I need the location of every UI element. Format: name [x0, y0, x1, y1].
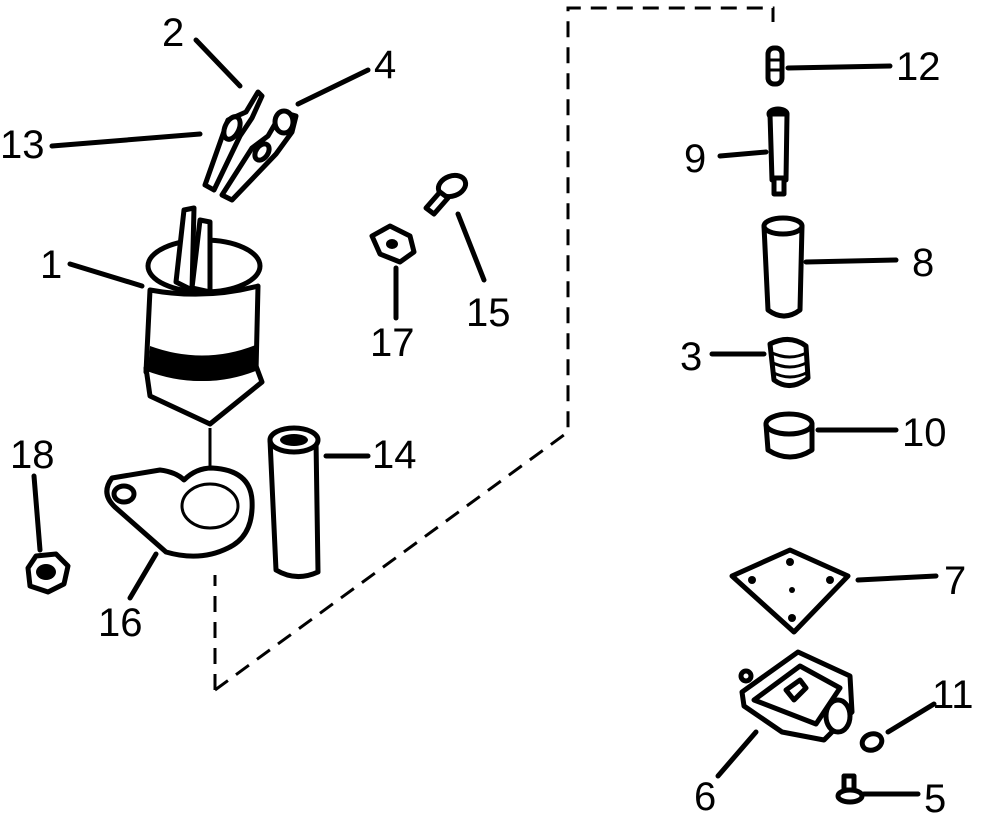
- part-15-screw: [423, 172, 469, 217]
- part-8-sleeve: [761, 215, 805, 319]
- callout-4: 4: [374, 43, 396, 87]
- part-3-spring: [767, 337, 811, 388]
- part-11-o-ring: [859, 731, 885, 753]
- part-10-ring: [763, 411, 815, 460]
- part-16-mounting-clamp: [104, 465, 255, 559]
- part-14-tube: [267, 425, 321, 579]
- part-18-nut: [25, 551, 71, 595]
- part-6-pump-housing: [738, 649, 855, 743]
- callout-13: 13: [0, 123, 45, 167]
- callout-14: 14: [372, 433, 417, 477]
- callout-8: 8: [912, 241, 934, 285]
- callout-2: 2: [162, 11, 184, 55]
- callout-3: 3: [680, 335, 702, 379]
- part-9-plunger: [766, 106, 790, 197]
- part-5-screw: [835, 773, 865, 805]
- part-7-diaphragm: [729, 547, 851, 635]
- callout-16: 16: [98, 601, 143, 645]
- part-1-pump-body: [143, 205, 265, 427]
- leader-lines: [31, 37, 939, 797]
- callout-7: 7: [944, 559, 966, 603]
- callout-11: 11: [932, 673, 974, 717]
- callout-12: 12: [896, 45, 941, 89]
- part-12-pin: [765, 45, 785, 87]
- part-17-gasket: [369, 223, 417, 265]
- part-wire-terminal-4: [219, 108, 299, 203]
- assembly-group-outline: [213, 6, 775, 692]
- part-wire-terminal-2: [202, 89, 265, 193]
- callout-5: 5: [924, 777, 946, 815]
- callout-1: 1: [40, 243, 62, 287]
- callout-15: 15: [466, 291, 511, 335]
- callout-10: 10: [902, 411, 947, 455]
- callout-6: 6: [694, 775, 716, 815]
- callout-18: 18: [10, 433, 55, 477]
- callout-9: 9: [684, 137, 706, 181]
- callout-17: 17: [370, 321, 415, 365]
